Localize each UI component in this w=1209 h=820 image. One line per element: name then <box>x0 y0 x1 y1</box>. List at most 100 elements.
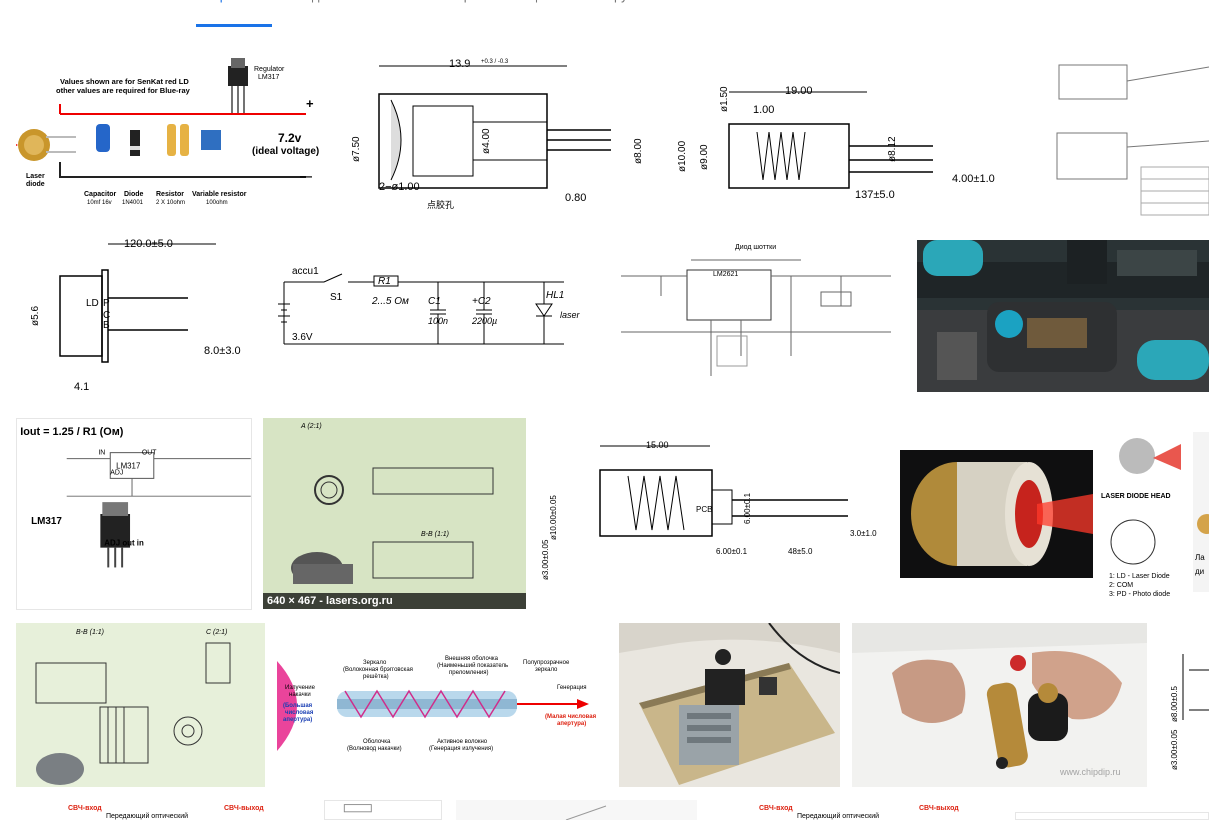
section-bb-label: B-B (1:1) <box>421 531 449 538</box>
tab-all[interactable]: Поиск <box>136 0 172 14</box>
regulator-label: Regulator <box>254 66 285 73</box>
diode-word-label: diode <box>26 181 45 188</box>
resistor-value: 2 X 10ohm <box>156 200 185 206</box>
c1-label: C1 <box>428 296 441 307</box>
dia-3: ø3.00±0.05 <box>541 539 550 580</box>
image-result-laser-diode-dims[interactable]: 120.0±5.0 ø5.6 LD P C B 8.0±3.0 4.1 <box>16 230 252 402</box>
image-result-device-photo[interactable] <box>917 240 1209 392</box>
pin-b: B <box>103 320 110 331</box>
tab-search-tools[interactable]: Инструменты поиска <box>585 0 711 14</box>
switch-label: S1 <box>330 292 343 303</box>
image-result-green-drawing[interactable]: A (2:1) B-B (1:1) 640 × 467 - lasers.org… <box>263 418 526 609</box>
dia-8-00: ø8.00 <box>633 138 644 164</box>
image-result-drawing-frame[interactable] <box>324 800 442 820</box>
dim-tip: 8.0±3.0 <box>204 345 241 357</box>
image-size-caption: 640 × 467 - lasers.org.ru <box>263 593 526 609</box>
dim-4-1: 4.1 <box>74 381 89 393</box>
current-formula: Iout = 1.25 / R1 (Ом) <box>20 426 124 438</box>
dia-8: ø8.00±0.5 <box>1170 685 1179 722</box>
plus-terminal: + <box>306 96 314 111</box>
dia-1-50: ø1.50 <box>719 86 730 112</box>
tab-more[interactable]: Ещё <box>518 0 545 14</box>
outer-1: Внешняя оболочка <box>445 656 499 662</box>
minus-terminal: — <box>300 169 312 183</box>
dim-19: 19.00 <box>785 85 813 97</box>
rf-output-2: СВЧ-выход <box>919 805 959 812</box>
partial-image: Ла ди <box>1193 432 1209 592</box>
dim-tip: 4.00±1.0 <box>952 173 995 185</box>
tab-video[interactable]: Видео <box>296 0 334 14</box>
dim-15: 15.00 <box>646 440 669 450</box>
image-result-lm2621-schematic[interactable]: Диод шоттки LM2621 <box>601 236 905 396</box>
small-aperture-1: (Малая числовая <box>545 714 597 720</box>
dim-6-00-b: 6.00±0.1 <box>716 547 748 556</box>
dia-10: ø10.00 <box>677 140 688 172</box>
image-result-partial-bottom[interactable] <box>1015 812 1209 820</box>
spring-housing-drawing: 19.00 1.00 ø1.50 ø10.00 ø9.00 ø8.12 4.00… <box>667 62 1009 202</box>
image-result-housing-drawing[interactable]: 13.9 +0.3 / -0.3 ø7.50 ø4.00 ø8.00 2−ø1.… <box>341 52 655 212</box>
dim-1-00: 1.00 <box>753 104 774 116</box>
image-result-laser-diode-head[interactable]: LASER DIODE HEAD 1: LD - Laser Diode 2: … <box>897 424 1181 600</box>
image-result-finned-housing[interactable]: B-B (1:1) C (2:1) <box>16 623 265 787</box>
image-result-accu-schematic[interactable]: accu1 S1 R1 2...5 Ом C1 100n +C2 2200µ H… <box>264 254 589 378</box>
image-result-fiber-laser-diagram[interactable]: Излучение накачки (Большая числовая апер… <box>277 651 607 760</box>
watermark: www.chipdip.ru <box>1059 767 1121 777</box>
big-aperture-2: числовая <box>285 710 314 716</box>
image-result-partial-drawing[interactable]: ø8.00±0.5 ø3.00±0.05 <box>1159 640 1209 772</box>
dia-4-00: ø4.00 <box>481 128 492 154</box>
variable-resistor-value: 100ohm <box>206 200 228 206</box>
pin-in: IN <box>98 450 105 457</box>
image-result-microwave-tx-2[interactable]: СВЧ-вход Передающий оптический СВЧ-выход <box>709 800 1003 820</box>
image-result-laser-driver-schematic[interactable]: Values shown are for SenKat red LD other… <box>16 52 329 212</box>
fiber-laser-diagram: Излучение накачки (Большая числовая апер… <box>277 651 607 760</box>
outer-2: (Наименьший показатель <box>437 662 508 669</box>
lm2621-schematic: Диод шоттки LM2621 <box>601 236 905 396</box>
r1-label: R1 <box>378 276 391 287</box>
accu-label: accu1 <box>292 266 319 277</box>
holes-dim: 2−ø1.00 <box>379 181 420 193</box>
pin-c: C <box>103 310 110 321</box>
image-result-hands-photo[interactable]: www.chipdip.ru <box>852 623 1147 787</box>
tab-images[interactable]: Картинки <box>205 0 260 14</box>
sketch-drawing <box>456 800 697 820</box>
lm317-current-schematic: Iout = 1.25 / R1 (Ом) IN OUT LM317 ADJ L… <box>17 419 251 609</box>
image-result-pcb-housing[interactable]: 15.00 ø10.00±0.05 PCB 6.00±0.1 6.00±0.1 … <box>538 440 885 584</box>
image-result-microwave-tx-1[interactable]: СВЧ-вход Передающий оптический СВЧ-выход <box>16 800 310 820</box>
image-result-sketch[interactable] <box>456 800 697 820</box>
lm317-caption: LM317 <box>31 516 62 527</box>
rf-input-2: СВЧ-вход <box>759 805 793 812</box>
diode-label: Diode <box>124 191 144 198</box>
pin-1-label: 1: LD - Laser Diode <box>1109 573 1170 580</box>
dim-length: 137±5.0 <box>855 189 895 201</box>
tab-news[interactable]: Новости <box>366 0 416 14</box>
partial-label-2: ди <box>1195 567 1204 576</box>
capacitor-value: 10mf 16v <box>87 200 112 206</box>
image-result-partial-right[interactable]: Ла ди <box>1193 432 1209 592</box>
capacitor-label: Capacitor <box>84 191 117 198</box>
tab-maps[interactable]: Карты <box>449 0 486 14</box>
small-aperture-2: апертура) <box>557 721 586 727</box>
optical-tx-2: Передающий оптический <box>797 812 879 820</box>
big-aperture-1: (Большая <box>283 703 313 709</box>
detail-c-label: C (2:1) <box>206 629 227 636</box>
mirror-2: (Волоконная брэгговская <box>343 667 413 673</box>
semi-mirror-1: Полупрозрачное <box>523 660 570 666</box>
image-result-spring-housing[interactable]: 19.00 1.00 ø1.50 ø10.00 ø9.00 ø8.12 4.00… <box>667 62 1009 202</box>
shell-2: (Волновод накачки) <box>347 746 402 752</box>
microwave-tx-diagram-2: СВЧ-вход Передающий оптический СВЧ-выход <box>709 800 1003 820</box>
regulator-part: LM317 <box>258 74 280 81</box>
schottky-label: Диод шоттки <box>735 244 776 251</box>
microwave-tx-diagram: СВЧ-вход Передающий оптический СВЧ-выход <box>16 800 310 820</box>
image-result-pcb-photo[interactable] <box>619 623 840 787</box>
finned-housing-drawing: B-B (1:1) C (2:1) <box>16 623 265 787</box>
chip-label: LM317 <box>116 461 140 470</box>
image-result-lm317-current[interactable]: Iout = 1.25 / R1 (Ом) IN OUT LM317 ADJ L… <box>16 418 252 610</box>
variable-resistor-label: Variable resistor <box>192 191 247 198</box>
search-tabs: Поиск Картинки Видео Новости Карты Ещё И… <box>0 0 1209 27</box>
outer-3: преломления) <box>449 670 489 676</box>
laser-diode-dims-drawing: 120.0±5.0 ø5.6 LD P C B 8.0±3.0 4.1 <box>16 230 252 402</box>
dim-6-00: 6.00±0.1 <box>743 492 752 524</box>
active-fiber-1: Активное волокно <box>437 739 488 745</box>
image-result-module-drawing[interactable] <box>1021 47 1209 217</box>
pcb-label: PCB <box>696 505 712 514</box>
